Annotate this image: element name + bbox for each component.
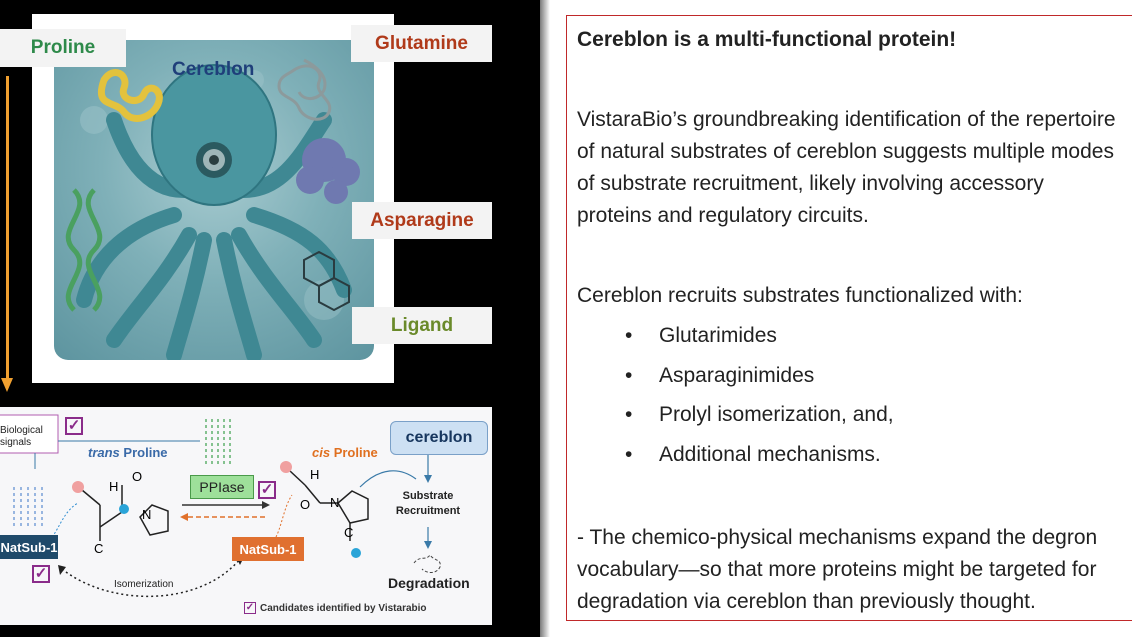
bullet-icon: • [625, 363, 633, 387]
bullet-text: Glutarimides [659, 324, 777, 347]
trans-italic: trans [88, 445, 120, 460]
figure-panel: Proline Glutamine Cereblon Asparagine Li… [0, 0, 540, 637]
mechanism-diagram: Biological signals ✓ trans Proline cis P… [0, 407, 492, 625]
bullet-text: Prolyl isomerization, and, [659, 403, 894, 426]
para1-line-4: proteins and regulatory circuits. [577, 204, 869, 227]
cis-proline-label: cis Proline [312, 445, 378, 460]
checkbox-icon-pplase: ✓ [258, 481, 276, 499]
bullet-item: • Additional mechanisms. [577, 435, 1132, 475]
atom-c-left: C [94, 541, 104, 556]
label-glutamine: Glutamine [351, 25, 492, 62]
atom-n-right: N [330, 495, 340, 510]
octopus-icon [65, 58, 360, 360]
degradation-label: Degradation [388, 575, 470, 591]
para2-line-2: vocabulary—so that more proteins might b… [577, 558, 1097, 581]
para1-line-2: of natural substrates of cereblon sugges… [577, 140, 1114, 163]
description-textbox: Cereblon is a multi-functional protein! … [566, 15, 1132, 621]
candidates-legend: ✓ Candidates identified by Vistarabio [244, 602, 427, 614]
heading: Cereblon is a multi-functional protein! [577, 28, 957, 51]
para2-line-1: - The chemico-physical mechanisms expand… [577, 526, 1098, 549]
label-ligand: Ligand [352, 307, 492, 344]
atom-o-right: O [300, 497, 311, 512]
natsub-left-box: NatSub-1 [0, 535, 58, 559]
bullet-icon: • [625, 403, 633, 426]
trans-proline-label: trans Proline [88, 445, 168, 460]
atom-o-left: O [132, 469, 143, 484]
cis-italic: cis [312, 445, 331, 460]
bullet-item: • Prolyl isomerization, and, [577, 395, 1132, 435]
arrow-head-icon [1, 378, 13, 392]
label-proline: Proline [0, 29, 126, 67]
atom-h-left: H [109, 479, 119, 494]
atom-n-left: N [142, 507, 152, 522]
label-cereblon: Cereblon [172, 59, 255, 80]
cereblon-box: cereblon [390, 421, 488, 455]
para1-line-1: VistaraBio’s groundbreaking identificati… [577, 108, 1116, 131]
checkbox-icon-signals: ✓ [65, 417, 83, 435]
bullet-text: Additional mechanisms. [659, 442, 881, 466]
bullet-icon: • [625, 442, 633, 466]
legend-checkbox-icon: ✓ [244, 602, 256, 614]
bullet-item: • Asparaginimides [577, 356, 1132, 396]
progression-arrow [6, 76, 9, 379]
substrate-recruitment-label: Substrate Recruitment [395, 490, 461, 517]
natsub-right-box: NatSub-1 [232, 537, 304, 561]
bullet-icon: • [625, 324, 633, 347]
trans-proline-word: Proline [123, 445, 168, 460]
atom-h-right: H [310, 467, 320, 482]
cereblon-octopus-illustration [54, 40, 374, 360]
para2-line-3: degradation via cereblon than previously… [577, 590, 1036, 613]
pplase-box: PPIase [190, 475, 254, 499]
cis-proline-word: Proline [333, 445, 378, 460]
atom-c-right: C [344, 525, 354, 540]
isomerization-label: Isomerization [114, 579, 174, 590]
checkbox-icon-natsub: ✓ [32, 565, 50, 583]
candidates-text: Candidates identified by Vistarabio [260, 602, 427, 614]
label-asparagine: Asparagine [352, 202, 492, 239]
intro-line: Cereblon recruits substrates functionali… [577, 284, 1023, 307]
bullet-text: Asparaginimides [659, 363, 815, 387]
textbox-content: Cereblon is a multi-functional protein! … [577, 16, 1132, 618]
bullet-item: • Glutarimides [577, 316, 1132, 356]
panel-shadow [540, 0, 550, 637]
biological-signals-label: Biological signals [0, 425, 43, 448]
para1-line-3: of substrate recruitment, likely involvi… [577, 172, 1044, 195]
